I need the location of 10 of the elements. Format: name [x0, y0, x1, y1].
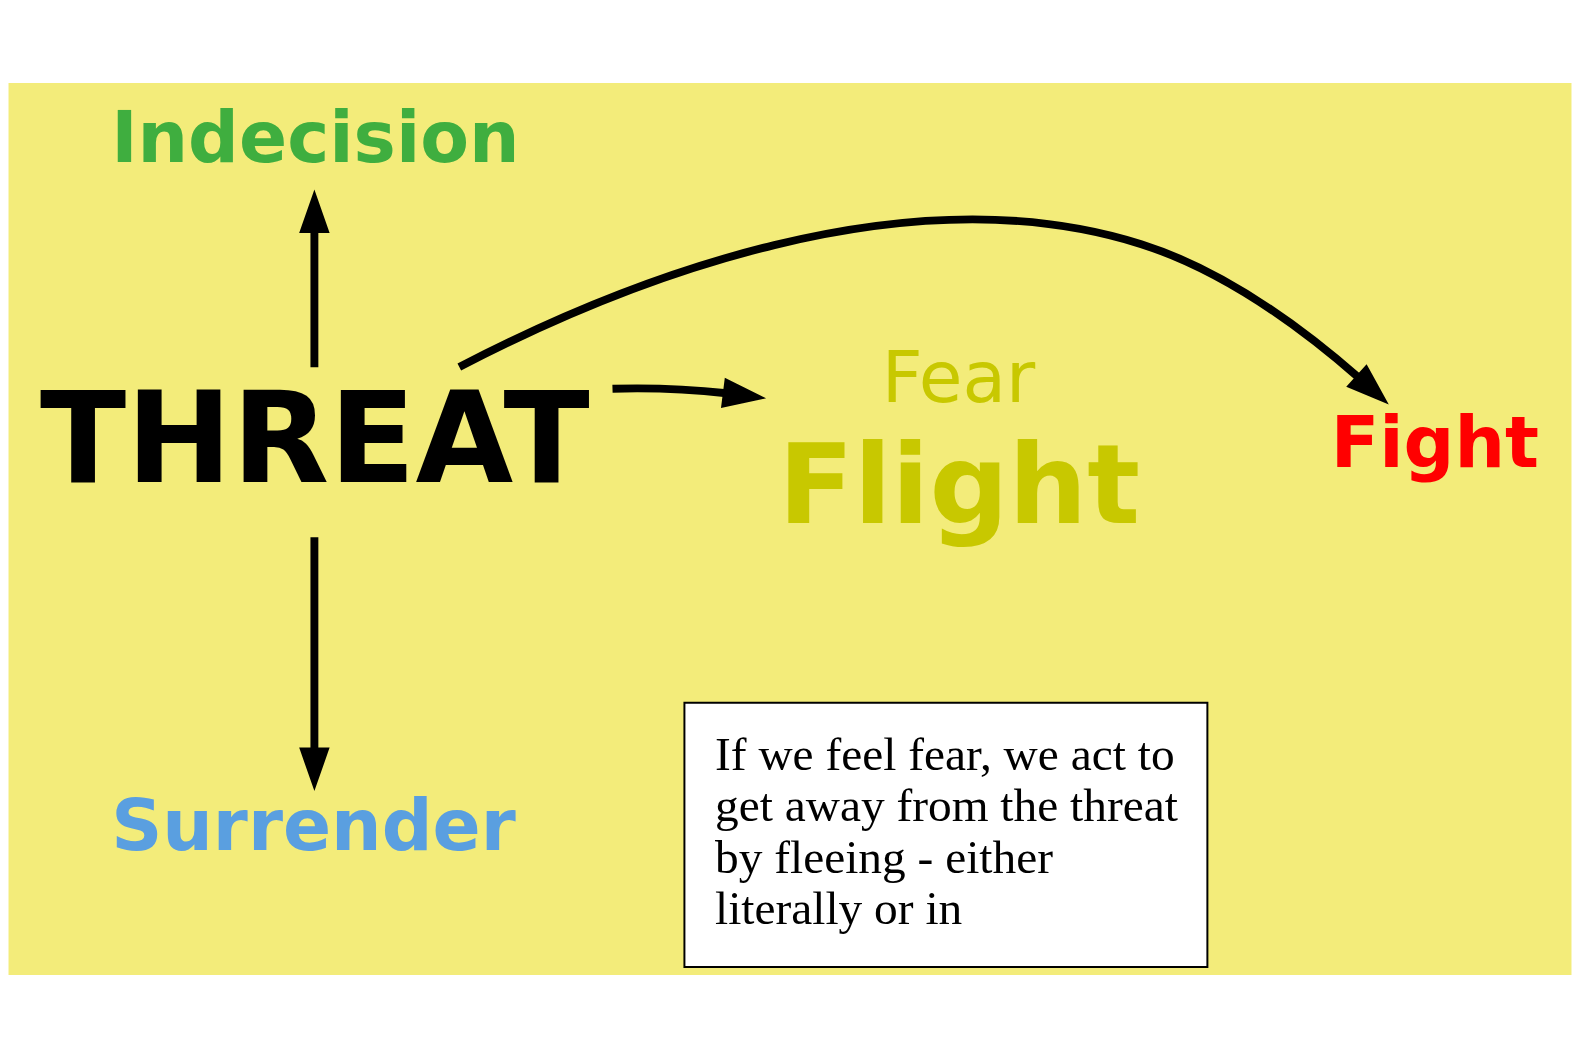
node-text: Flight [778, 419, 1140, 549]
node-text: THREAT [40, 364, 590, 512]
node-text: Surrender [111, 783, 516, 867]
arrow [299, 188, 330, 367]
node-box: If we feel fear, we act to get away from the threat by fleeing - either literally or in [683, 701, 1209, 968]
node-label: Fear [881, 335, 1036, 419]
node-text: Indecision [111, 95, 520, 179]
node-text: Fight [1330, 400, 1539, 484]
arrow [457, 215, 1389, 405]
arrow [299, 536, 330, 791]
